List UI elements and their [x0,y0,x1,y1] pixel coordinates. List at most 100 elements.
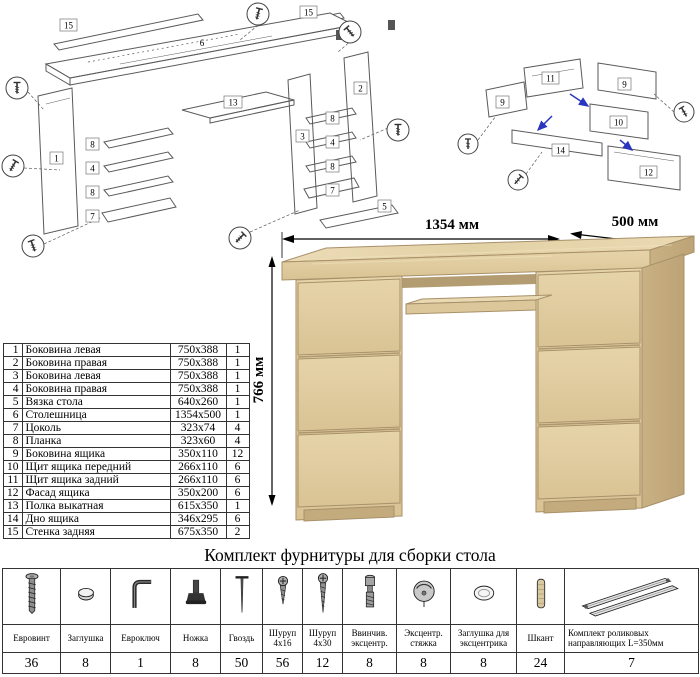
drawer-front [537,270,641,348]
parts-cell-name: Планка [21,434,171,448]
part-label: 9 [622,80,627,90]
hardware-item-qty: 56 [262,652,303,674]
parts-cell-qty: 6 [225,512,250,526]
part-number-labels: 15 6 15 1 8 4 8 7 13 3 2 8 4 8 7 5 [49,5,392,223]
parts-cell-num: 15 [3,525,23,539]
parts-cell-size: 323x74 [169,421,227,435]
screw-4x30-icon [302,568,343,625]
part-label: 12 [644,168,653,178]
parts-cell-name: Щит ящика передний [21,460,171,474]
hardware-item-qty: 12 [302,652,343,674]
parts-cell-qty: 6 [225,486,250,500]
dim-height-label: 766 мм [252,357,267,404]
parts-cell-num: 12 [3,486,23,500]
drawer-bottom-panel [511,129,603,157]
parts-cell-size: 350x200 [169,486,227,500]
parts-cell-size: 350x110 [169,447,227,461]
parts-cell-qty: 6 [225,460,250,474]
part-label: 5 [382,202,387,212]
roller-slides-icon [564,568,699,625]
parts-cell-size: 323x60 [169,434,227,448]
euroscrew-icon [2,568,61,625]
hardware-item-qty: 8 [396,652,451,674]
part-label: 8 [90,140,95,150]
parts-cell-num: 4 [3,382,23,396]
drawer-front [537,422,641,500]
side-panel-2 [343,51,378,203]
hardware-item-label: Эксцентр. стяжка [396,624,451,653]
drawer-parts [477,58,681,191]
assembly-diagram-drawer: 11 9 10 14 12 9 [457,58,695,191]
exploded-parts [23,12,399,245]
parts-cell-name: Цоколь [21,421,171,435]
parts-cell-num: 6 [3,408,23,422]
parts-cell-size: 1354x500 [169,408,227,422]
hardware-item-label: Комплект роликовых направляющих L=350мм [564,624,699,653]
eccentric-cap-icon [450,568,517,625]
parts-cell-size: 346x295 [169,512,227,526]
part-label: 15 [304,8,314,18]
keyboard-tray [405,294,553,315]
part-label: 4 [90,164,95,174]
parts-cell-name: Боковина левая [21,369,171,383]
parts-cell-name: Стенка задняя [21,525,171,539]
hardware-item-qty: 8 [342,652,397,674]
hardware-item-label: Евровинт [2,624,61,653]
right-pedestal [535,253,685,514]
hardware-item-qty: 36 [2,652,61,674]
parts-cell-num: 9 [3,447,23,461]
side-panel-1 [37,87,79,235]
rail-5 [319,204,399,229]
hardware-item-label: Заглушка для эксцентрика [450,624,517,653]
desk-body [281,235,695,522]
part-label: 10 [614,118,624,128]
part-number-labels: 11 9 10 14 12 9 [495,71,658,179]
plinth [543,497,637,514]
part-label: 7 [90,212,95,222]
parts-cell-qty: 1 [225,356,250,370]
parts-cell-num: 5 [3,395,23,409]
parts-cell-qty: 6 [225,473,250,487]
parts-cell-qty: 1 [225,382,250,396]
hardware-callouts [457,101,695,191]
screwin-eccentric-icon [342,568,397,625]
hardware-item-label: Шуруп 4x16 [262,624,303,653]
leg-icon [170,568,221,625]
nail-icon [220,568,263,625]
dim-width-label: 1354 мм [425,217,479,233]
assembly-arrows [536,93,634,151]
assembly-diagram-main: 15 6 15 1 8 4 8 7 13 3 2 8 4 8 7 5 [1,2,410,258]
parts-cell-qty: 1 [225,395,250,409]
parts-cell-size: 750x388 [169,356,227,370]
parts-cell-num: 1 [3,343,23,357]
parts-cell-num: 11 [3,473,23,487]
parts-cell-name: Боковина ящика [21,447,171,461]
eccentric-cam-icon [396,568,451,625]
part-label: 3 [300,132,305,142]
parts-cell-qty: 1 [225,343,250,357]
parts-cell-name: Вязка стола [21,395,171,409]
parts-cell-num: 3 [3,369,23,383]
hardware-item-qty: 1 [110,652,171,674]
screw-4x16-icon [262,568,303,625]
part-label: 9 [500,98,505,108]
parts-cell-name: Щит ящика задний [21,473,171,487]
drawer-front [537,346,641,424]
drawer-front [297,354,401,432]
hardware-item-label: Ножка [170,624,221,653]
parts-cell-qty: 1 [225,369,250,383]
part-label: 6 [200,38,205,48]
